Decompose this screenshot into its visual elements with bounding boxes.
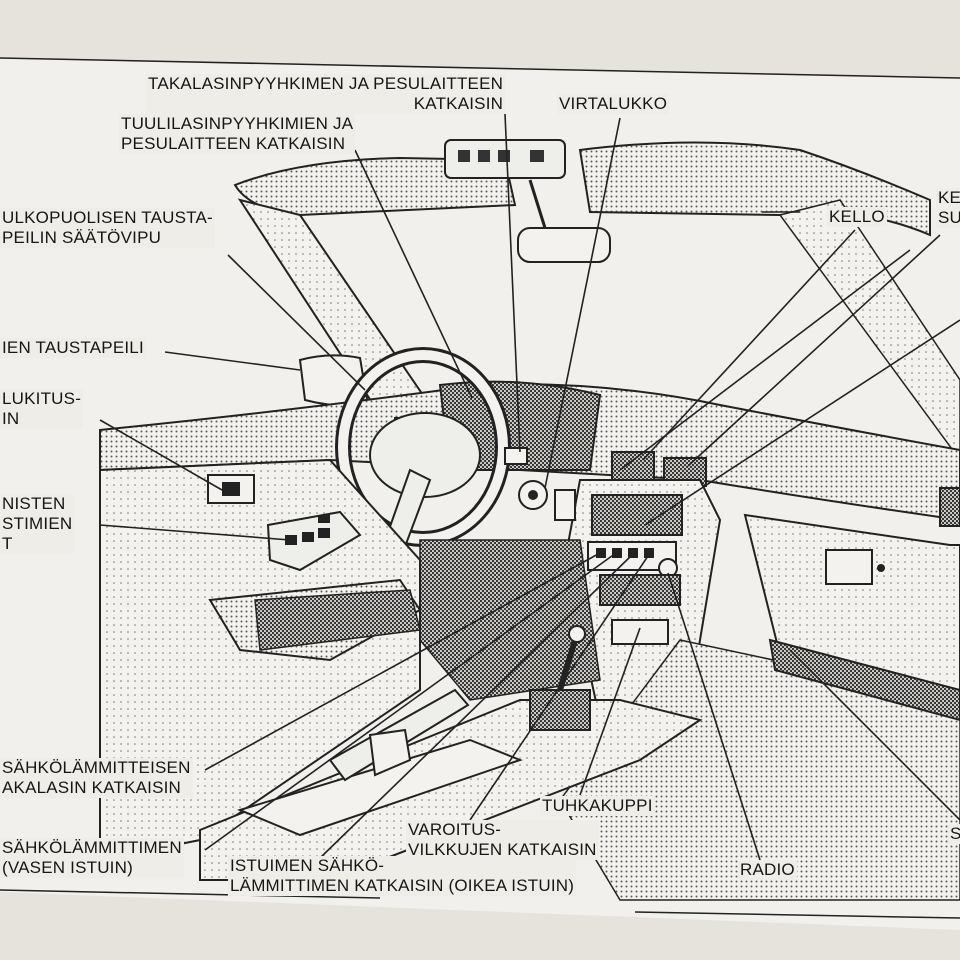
label-ashtray: TUHKAKUPPI [540, 796, 655, 816]
label-line: IN [2, 409, 20, 428]
label-radio: RADIO [738, 860, 797, 880]
label-rear-wiper-switch: TAKALASINPYYHKIMEN JA PESULAITTEEN KATKA… [146, 74, 506, 114]
label-outside-mirror: IEN TAUSTAPEILI [0, 338, 146, 358]
label-line: T [2, 534, 13, 553]
label-line: (VASEN ISTUIN) [2, 858, 133, 877]
label-line: KE [938, 188, 960, 207]
label-rear-defrost-switch: SÄHKÖLÄMMITTEISEN AKALASIN KATKAISIN [0, 758, 193, 798]
label-line: AKALASIN KATKAISIN [2, 778, 182, 797]
label-front-wiper-switch: TUULILASINPYYHKIMIEN JA PESULAITTEEN KAT… [119, 114, 356, 154]
label-mirror-adjust-lever: ULKOPUOLISEN TAUSTA- PEILIN SÄÄTÖVIPU [0, 208, 215, 248]
label-line: VILKKUJEN KATKAISIN [408, 840, 597, 859]
label-line: TAKALASINPYYHKIMEN JA PESULAITTEEN [148, 74, 504, 93]
label-line: ISTUIMEN SÄHKÖ- [230, 856, 385, 875]
label-line: ULKOPUOLISEN TAUSTA- [2, 208, 213, 227]
label-line: LUKITUS- [2, 389, 82, 408]
label-line: TUULILASINPYYHKIMIEN JA [121, 114, 354, 133]
label-seat-heater-right: ISTUIMEN SÄHKÖ- LÄMMITTIMEN KATKAISIN (O… [228, 856, 577, 896]
label-right-edge-cut: KE SU [936, 188, 960, 228]
label-line: PEILIN SÄÄTÖVIPU [2, 228, 162, 247]
label-seat-heater-left: SÄHKÖLÄMMITTIMEN (VASEN ISTUIN) [0, 838, 184, 878]
label-clock: KELLO [827, 207, 887, 227]
label-ignition-switch: VIRTALUKKO [557, 94, 670, 114]
label-line: SU [938, 208, 960, 227]
label-line: KATKAISIN [413, 94, 504, 113]
label-right-bottom-cut: S [948, 824, 960, 844]
label-line: STIMIEN [2, 514, 73, 533]
label-hazard-switch: VAROITUS- VILKKUJEN KATKAISIN [406, 820, 599, 860]
label-line: VAROITUS- [408, 820, 502, 839]
label-line: SÄHKÖLÄMMITTIMEN [2, 838, 182, 857]
label-door-lock: LUKITUS- IN [0, 389, 84, 429]
label-line: PESULAITTEEN KATKAISIN [121, 134, 346, 153]
label-line: SÄHKÖLÄMMITTEISEN [2, 758, 191, 777]
label-line: LÄMMITTIMEN KATKAISIN (OIKEA ISTUIN) [230, 876, 575, 895]
label-line: NISTEN [2, 494, 66, 513]
label-window-switches: NISTEN STIMIEN T [0, 494, 75, 554]
